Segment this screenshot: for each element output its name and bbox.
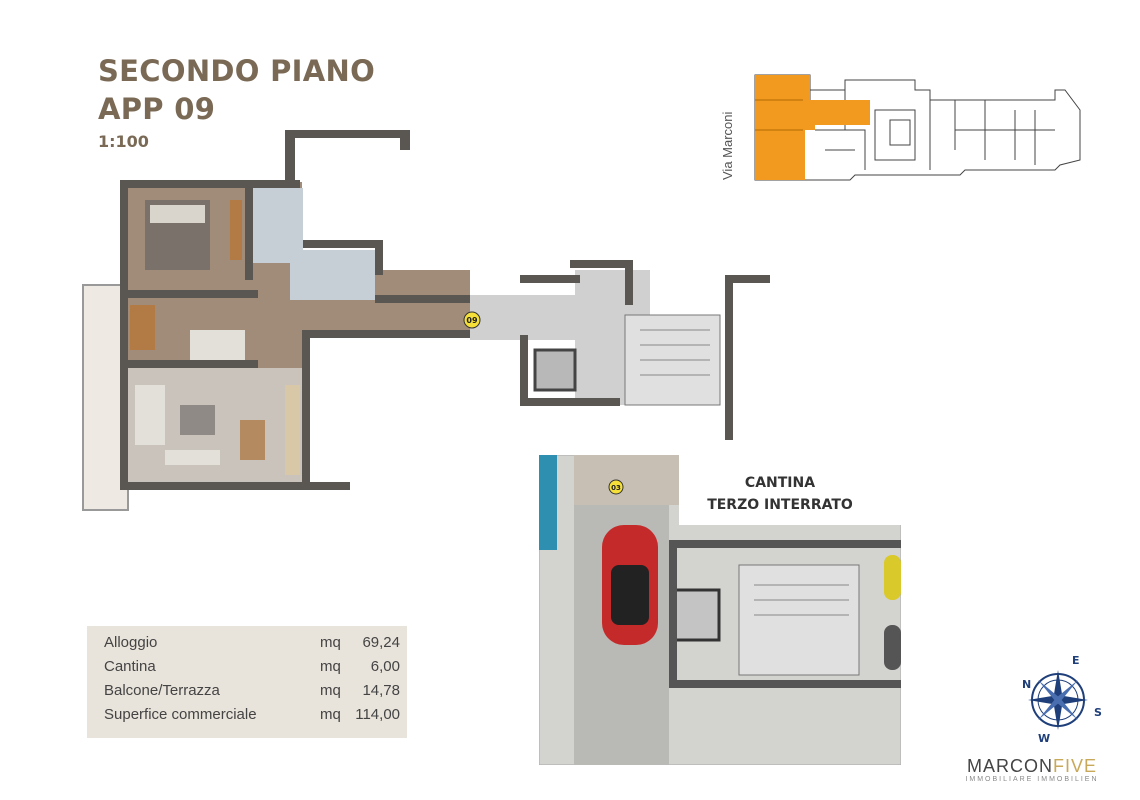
cellar-tag: 03: [611, 484, 621, 492]
cellar-stairs: [738, 564, 860, 676]
cellar-elevator: [672, 588, 721, 642]
floor-plan: 09: [82, 130, 770, 511]
rug: [180, 405, 215, 435]
page-title: SECONDO PIANO APP 09: [98, 52, 375, 128]
left-car: [539, 455, 557, 550]
compass-rose-icon: N E S W: [1022, 654, 1102, 745]
svg-text:S: S: [1094, 706, 1102, 719]
sofa-bed: [190, 330, 245, 360]
area-row: Balcone/Terrazza mq 14,78: [104, 682, 400, 699]
floor-title: SECONDO PIANO: [98, 54, 376, 88]
cellar-tag-circle: [608, 479, 624, 495]
area-row: Superfice commerciale mq 114,00: [104, 706, 400, 723]
brand-subtitle: IMMOBILIARE IMMOBILIEN: [965, 776, 1099, 783]
highlighted-apartment: [755, 75, 870, 180]
brand-logo: MARCONFIVE: [966, 756, 1097, 776]
tv-unit: [165, 450, 220, 465]
cellar-room: [574, 455, 684, 505]
area-row: Cantina mq 6,00: [104, 658, 400, 675]
cellar-title: CANTINA TERZO INTERRATO: [707, 475, 853, 513]
wardrobe: [230, 200, 242, 260]
bathroom-2: [290, 250, 375, 300]
right-car-dark: [884, 625, 901, 670]
desk: [130, 305, 155, 350]
right-car-yellow: [884, 555, 901, 600]
area-row: Alloggio mq 69,24: [104, 634, 400, 651]
scale-label: 1:100: [98, 132, 149, 151]
apartment-title: APP 09: [98, 92, 216, 126]
cellar-plan: 03: [539, 455, 901, 765]
svg-text:W: W: [1038, 732, 1050, 745]
svg-text:N: N: [1022, 678, 1031, 691]
elevator: [533, 348, 577, 392]
sofa: [135, 385, 165, 445]
unit-tag-circle: [463, 311, 481, 329]
svg-text:E: E: [1072, 654, 1080, 667]
kitchen: [285, 385, 300, 475]
areas-table: Alloggio mq 69,24 Cantina mq 6,00 Balcon…: [87, 626, 407, 738]
unit-tag: 09: [466, 316, 478, 325]
dining-table: [240, 420, 265, 460]
key-plan: [754, 74, 1081, 181]
